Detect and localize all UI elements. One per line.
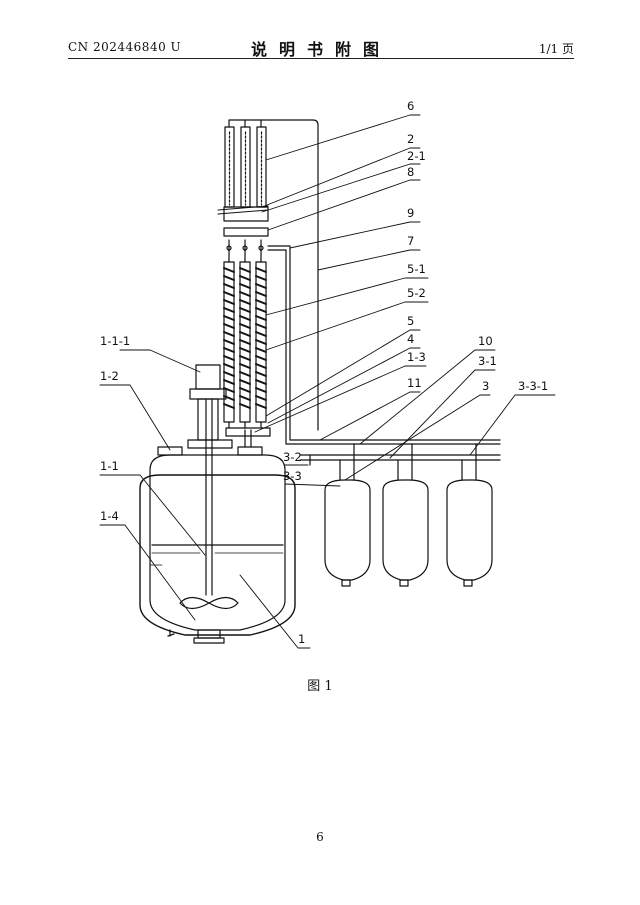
label-11: 11 <box>407 376 422 390</box>
leader-lines <box>99 114 556 649</box>
label-5: 5 <box>407 314 414 328</box>
label-4: 4 <box>407 332 414 346</box>
receiving-tank-2 <box>382 443 429 587</box>
label-6: 6 <box>407 99 414 113</box>
label-1-1-1: 1-1-1 <box>100 334 130 348</box>
column-2 <box>239 239 251 429</box>
page-number: 6 <box>316 830 324 844</box>
part-labels: 6 2 2-1 8 9 7 5-1 5-2 5 4 1-3 11 10 3-1 … <box>100 99 548 646</box>
label-3: 3 <box>482 379 489 393</box>
label-1-2: 1-2 <box>100 369 119 383</box>
transfer-piping <box>267 245 501 466</box>
label-3-1: 3-1 <box>478 354 497 368</box>
label-2-1: 2-1 <box>407 149 426 163</box>
column-1 <box>223 239 235 429</box>
stirrer-motor <box>195 364 221 390</box>
page-title: 说明书附图 <box>250 40 391 59</box>
label-10: 10 <box>478 334 493 348</box>
label-3-3: 3-3 <box>283 469 302 483</box>
label-3-2: 3-2 <box>283 450 302 464</box>
label-7: 7 <box>407 234 414 248</box>
rectifying-columns <box>223 227 271 437</box>
condensers <box>217 119 319 426</box>
impeller <box>179 596 239 610</box>
receiving-tanks <box>324 443 493 587</box>
receiving-tank-3 <box>446 443 493 587</box>
label-1-4: 1-4 <box>100 509 119 523</box>
label-5-1: 5-1 <box>407 262 426 276</box>
label-3-3-1: 3-3-1 <box>518 379 548 393</box>
column-3 <box>255 239 267 429</box>
header-rule <box>68 58 574 59</box>
label-1-3: 1-3 <box>407 350 426 364</box>
label-1-1: 1-1 <box>100 459 119 473</box>
document-number: CN 202446840 U <box>68 40 182 54</box>
label-8: 8 <box>407 165 414 179</box>
label-1: 1 <box>298 632 305 646</box>
page-header: CN 202446840 U 说明书附图 1/1 页 <box>68 36 574 59</box>
label-9: 9 <box>407 206 414 220</box>
figure-caption: 图 1 <box>307 679 333 694</box>
reactor-vessel <box>139 364 296 644</box>
receiving-tank-1 <box>324 443 371 587</box>
label-2: 2 <box>407 132 414 146</box>
label-5-2: 5-2 <box>407 286 426 300</box>
page-indicator: 1/1 页 <box>538 42 574 56</box>
